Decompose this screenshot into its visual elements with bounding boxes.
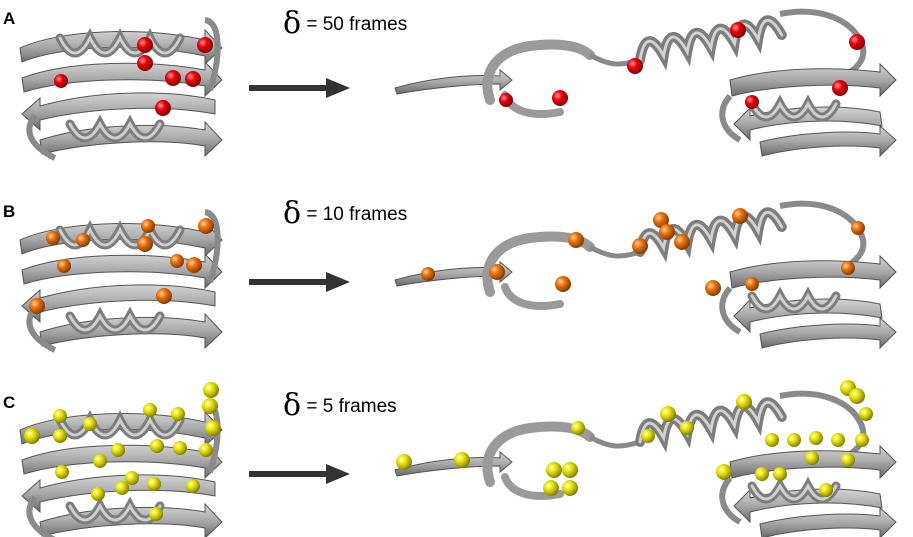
- arrowhead-a-icon: [326, 78, 350, 98]
- unfolded-protein-template: [394, 8, 897, 158]
- arrowhead-c-icon: [326, 464, 350, 484]
- transition-arrows: [249, 78, 350, 484]
- panel-label-c: C: [3, 393, 16, 412]
- delta-text: = 10 frames: [306, 204, 408, 225]
- folded-protein-template: [19, 17, 223, 161]
- arrowhead-b-icon: [326, 272, 350, 292]
- delta-text: = 50 frames: [306, 14, 408, 35]
- panel-a-folded-beads: [54, 37, 213, 116]
- delta-symbol: δ: [283, 6, 302, 41]
- panel-c-beads: [24, 380, 873, 521]
- panel-label-b: B: [3, 202, 16, 221]
- delta-text: = 5 frames: [306, 396, 397, 417]
- delta-label-c: δ = 5 frames: [283, 388, 397, 423]
- panel-a-unfolded-beads: [499, 22, 865, 109]
- delta-symbol: δ: [283, 388, 302, 423]
- delta-label-b: δ = 10 frames: [283, 196, 407, 231]
- delta-label-a: δ = 50 frames: [283, 6, 407, 41]
- panel-a: [54, 22, 865, 116]
- delta-symbol: δ: [283, 196, 302, 231]
- panel-b-beads: [29, 208, 865, 314]
- panel-label-a: A: [3, 9, 16, 28]
